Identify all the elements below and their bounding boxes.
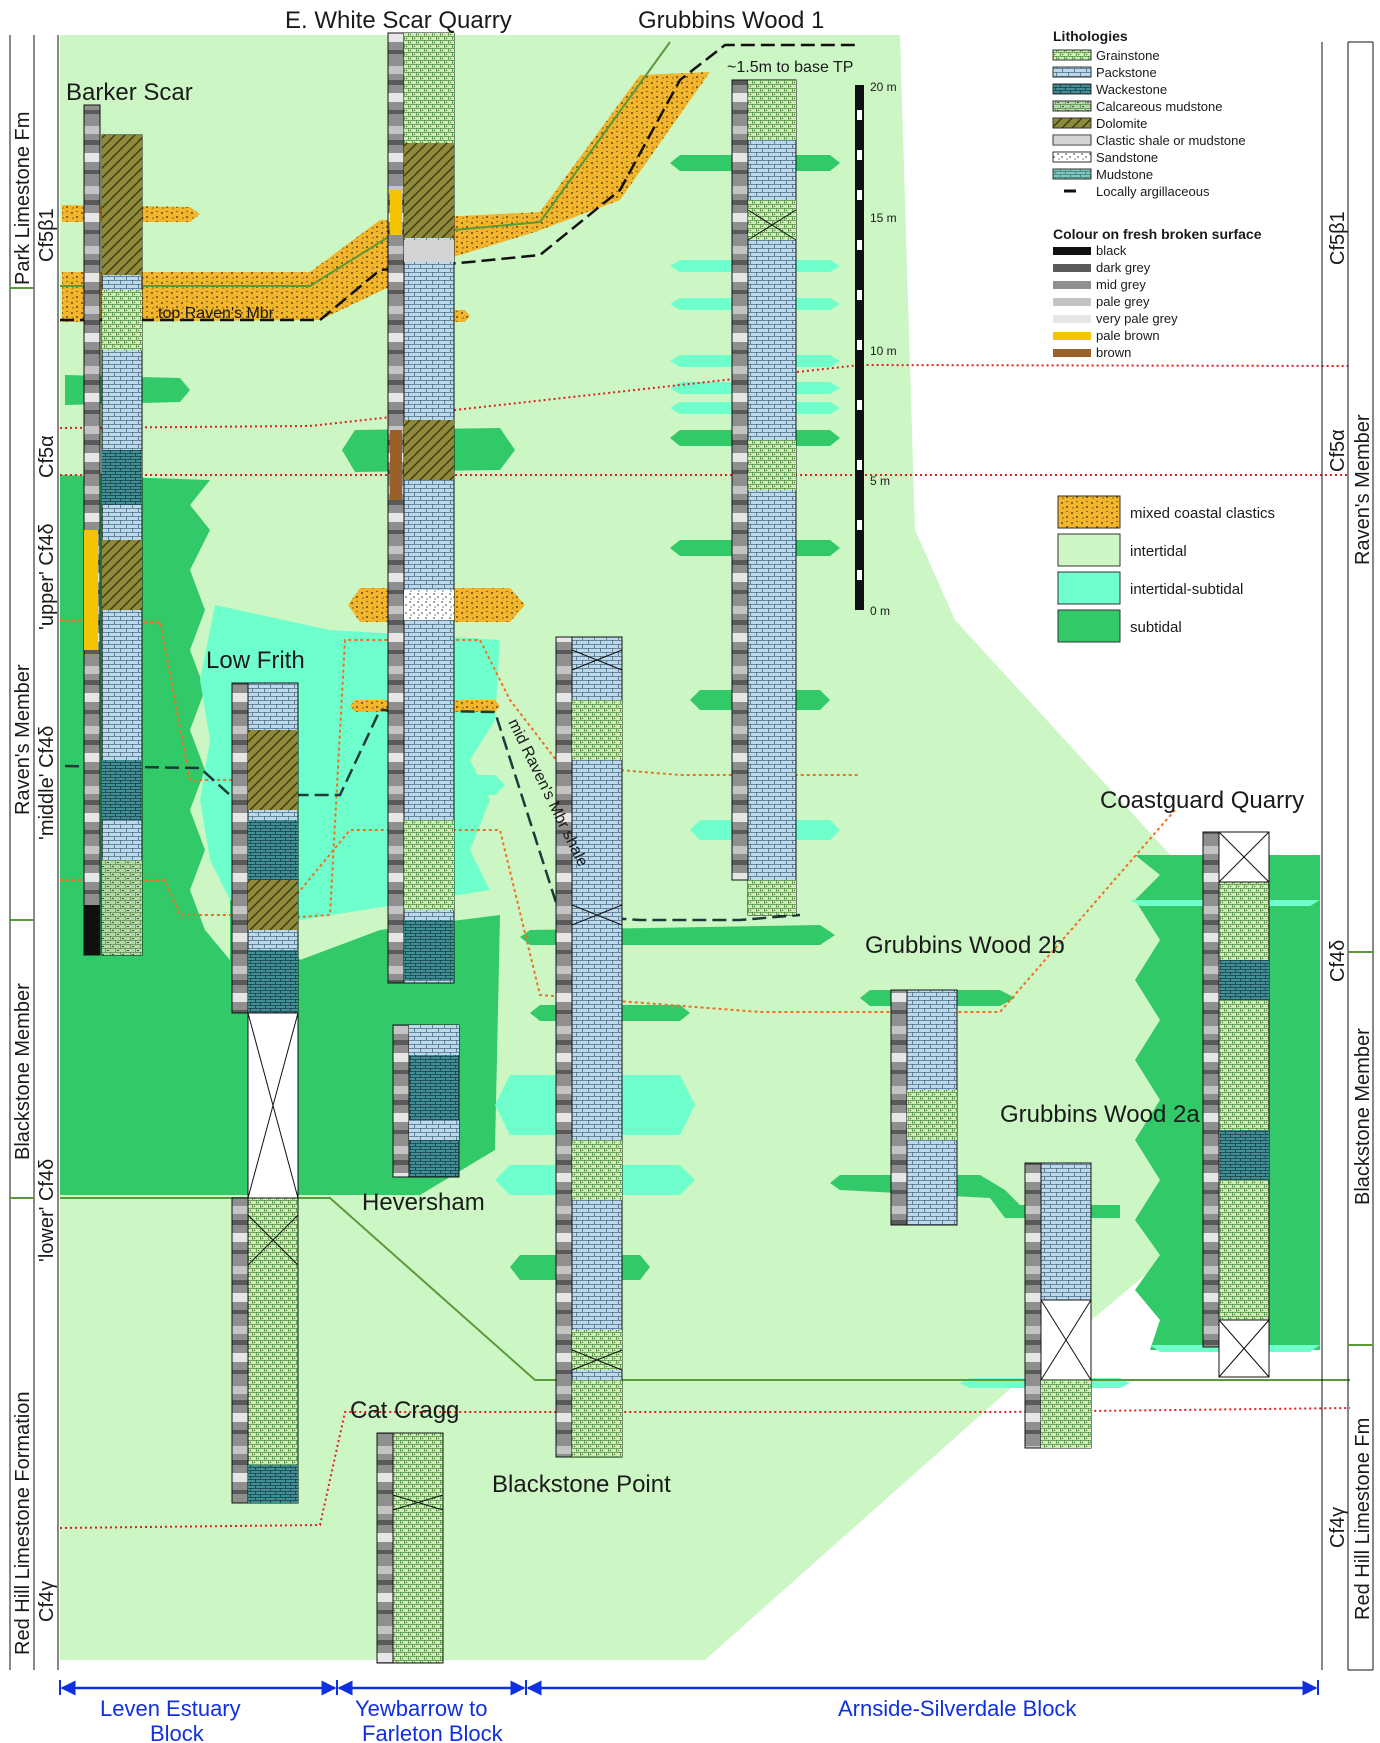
legend-calcareous-mudstone: Calcareous mudstone bbox=[1096, 99, 1222, 114]
section-title-coastguard: Coastguard Quarry bbox=[1100, 787, 1304, 814]
column-heversham bbox=[393, 1025, 459, 1177]
left-member-ravens: Raven's Member bbox=[12, 664, 34, 815]
colour-legend-title: Colour on fresh broken surface bbox=[1053, 226, 1262, 242]
left-zone-upper-cf4d: 'upper' Cf4δ bbox=[36, 523, 58, 630]
legend-pale-brown: pale brown bbox=[1096, 328, 1160, 343]
scale-label-0: 0 m bbox=[870, 604, 890, 618]
left-zone-cf5a: Cf5α bbox=[36, 435, 58, 478]
left-zone-lower-cf4d: 'lower' Cf4δ bbox=[36, 1159, 58, 1262]
section-title-barker-scar: Barker Scar bbox=[66, 79, 193, 106]
legend-wackestone: Wackestone bbox=[1096, 82, 1167, 97]
legend-locally-argillaceous: Locally argillaceous bbox=[1096, 184, 1210, 199]
legend-grainstone: Grainstone bbox=[1096, 48, 1160, 63]
scale-label-5: 5 m bbox=[870, 474, 890, 488]
section-title-heversham: Heversham bbox=[362, 1189, 485, 1216]
right-member-ravens: Raven's Member bbox=[1352, 414, 1374, 565]
block-label-yewbarrow-2: Farleton Block bbox=[362, 1721, 504, 1743]
block-arrows: Leven Estuary Block Yewbarrow to Farleto… bbox=[60, 1680, 1318, 1743]
colour-legend: Colour on fresh broken surface black dar… bbox=[1053, 226, 1262, 360]
scale-label-10: 10 m bbox=[870, 344, 897, 358]
column-grubbins-2b bbox=[891, 990, 957, 1225]
legend-very-pale-grey: very pale grey bbox=[1096, 311, 1178, 326]
scale-label-15: 15 m bbox=[870, 211, 897, 225]
legend-dolomite: Dolomite bbox=[1096, 116, 1147, 131]
left-formation-red-hill: Red Hill Limestone Formation bbox=[12, 1392, 34, 1655]
legend-clastic-shale: Clastic shale or mudstone bbox=[1096, 133, 1246, 148]
section-title-low-frith: Low Frith bbox=[206, 647, 305, 674]
left-stratigraphy: Park Limestone Fm Red Hill Limestone For… bbox=[10, 35, 58, 1670]
block-label-leven-2: Block bbox=[150, 1721, 205, 1743]
legend-intertidal-subtidal: intertidal-subtidal bbox=[1130, 581, 1243, 598]
left-zone-cf4g: Cf4γ bbox=[36, 1581, 58, 1622]
lithology-legend: Lithologies Grainstone Packstone Wackest… bbox=[1053, 28, 1246, 199]
section-title-grubbins-1: Grubbins Wood 1 bbox=[638, 7, 824, 34]
left-zone-middle-cf4d: 'middle' Cf4δ bbox=[36, 726, 58, 840]
section-title-grubbins-2b: Grubbins Wood 2b bbox=[865, 932, 1065, 959]
scale-label-20: 20 m bbox=[870, 80, 897, 94]
facies-legend: mixed coastal clastics intertidal intert… bbox=[1058, 496, 1275, 642]
lithology-legend-items: Grainstone Packstone Wackestone Calcareo… bbox=[1053, 48, 1246, 199]
legend-brown: brown bbox=[1096, 345, 1131, 360]
legend-pale-grey: pale grey bbox=[1096, 294, 1150, 309]
annotation-top-ravens: top Raven's Mbr bbox=[158, 305, 275, 322]
column-cat-cragg bbox=[377, 1433, 443, 1663]
left-formation-park: Park Limestone Fm bbox=[12, 112, 34, 285]
left-zone-cf5b1: Cf5β1 bbox=[36, 208, 58, 262]
legend-black: black bbox=[1096, 243, 1127, 258]
column-grubbins-1 bbox=[732, 80, 796, 915]
section-title-cat-cragg: Cat Cragg bbox=[350, 1397, 459, 1424]
legend-mid-grey: mid grey bbox=[1096, 277, 1146, 292]
section-title-white-scar: E. White Scar Quarry bbox=[285, 7, 512, 34]
legend-intertidal: intertidal bbox=[1130, 543, 1187, 560]
legend-subtidal: subtidal bbox=[1130, 619, 1182, 636]
section-title-blackstone-point: Blackstone Point bbox=[492, 1471, 671, 1498]
right-zone-cf4g: Cf4γ bbox=[1327, 1507, 1349, 1548]
right-member-red-hill: Red Hill Limestone Fm bbox=[1352, 1418, 1374, 1620]
column-coastguard bbox=[1203, 832, 1269, 1377]
right-member-blackstone: Blackstone Member bbox=[1352, 1028, 1374, 1205]
right-zone-cf5b1: Cf5β1 bbox=[1327, 211, 1349, 265]
section-title-grubbins-2a: Grubbins Wood 2a bbox=[1000, 1101, 1200, 1128]
block-label-yewbarrow-1: Yewbarrow to bbox=[355, 1696, 487, 1721]
right-stratigraphy: Cf5β1 Cf5α Cf4δ Cf4γ Raven's Member Blac… bbox=[1322, 42, 1374, 1670]
legend-mixed-coastal-clastics: mixed coastal clastics bbox=[1130, 505, 1275, 522]
annotation-base-tp: ~1.5m to base TP bbox=[727, 59, 853, 76]
right-zone-cf4d: Cf4δ bbox=[1327, 940, 1349, 982]
left-member-blackstone: Blackstone Member bbox=[12, 983, 34, 1160]
legend-sandstone: Sandstone bbox=[1096, 150, 1158, 165]
column-grubbins-2a bbox=[1025, 1163, 1091, 1448]
legend-packstone: Packstone bbox=[1096, 65, 1157, 80]
block-label-leven-1: Leven Estuary bbox=[100, 1696, 241, 1721]
lithology-legend-title: Lithologies bbox=[1053, 28, 1128, 44]
column-white-scar bbox=[388, 33, 454, 983]
right-zone-cf5a: Cf5α bbox=[1327, 429, 1349, 472]
block-label-arnside: Arnside-Silverdale Block bbox=[838, 1696, 1077, 1721]
column-barker-scar bbox=[84, 105, 142, 955]
legend-mudstone: Mudstone bbox=[1096, 167, 1153, 182]
legend-dark-grey: dark grey bbox=[1096, 260, 1151, 275]
column-blackstone-point bbox=[556, 637, 622, 1457]
